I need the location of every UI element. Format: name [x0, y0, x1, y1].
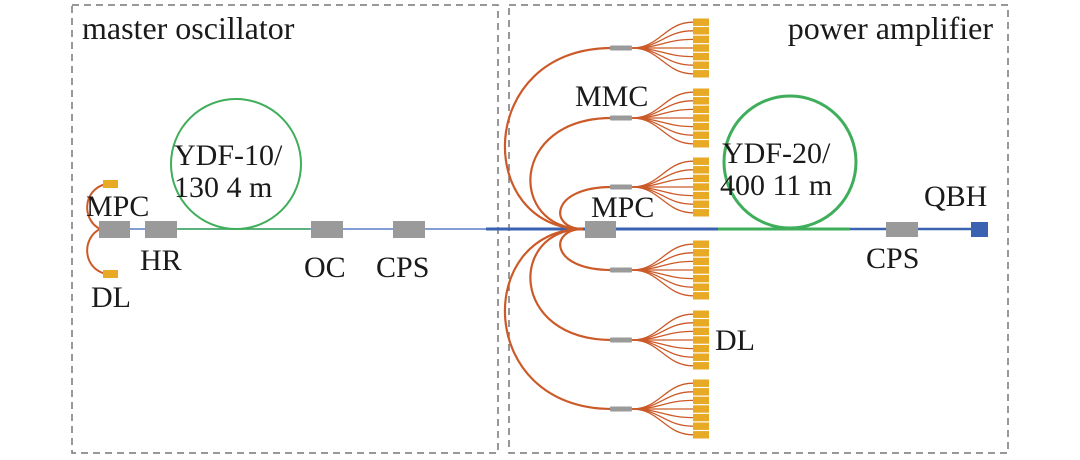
- laser-diode: [693, 52, 709, 61]
- pump-lead: [631, 408, 694, 436]
- laser-diode: [693, 61, 709, 69]
- pump-fiber-oscillator-bottom: [86, 228, 107, 275]
- laser-diode: [693, 174, 709, 183]
- laser-diode: [693, 183, 709, 191]
- laser-diode: [693, 249, 709, 257]
- laser-diode: [693, 240, 709, 248]
- laser-diode: [693, 396, 709, 405]
- label-ydf-amplifier-1: YDF-20/: [722, 137, 831, 170]
- mpc-amplifier: [585, 221, 616, 238]
- laser-diode: [693, 336, 709, 344]
- laser-diode: [693, 209, 709, 217]
- pump-lead: [631, 117, 694, 145]
- diode-oscillator-top: [103, 180, 118, 188]
- label-cps-oscillator: CPS: [376, 251, 429, 284]
- laser-diode: [693, 422, 709, 430]
- laser-diode: [693, 310, 709, 318]
- laser-diode: [693, 344, 709, 353]
- mmc-combiner: [610, 406, 632, 412]
- gain-fiber-coil-amplifier: [722, 94, 858, 230]
- laser-diode: [693, 274, 709, 283]
- laser-diode: [693, 140, 709, 148]
- pump-lead: [631, 47, 694, 75]
- label-dl-oscillator: DL: [91, 281, 131, 314]
- mmc-combiner: [610, 115, 632, 121]
- laser-diode: [693, 283, 709, 291]
- laser-diode: [693, 18, 709, 26]
- oscillator-title: master oscillator: [82, 10, 295, 46]
- laser-diode: [693, 44, 709, 52]
- hr-grating: [145, 221, 177, 238]
- mmc-combiner: [610, 267, 632, 273]
- label-oc: OC: [304, 251, 346, 284]
- oc-grating: [311, 221, 343, 238]
- pump-fiber-oscillator-top: [86, 183, 107, 230]
- laser-diode: [693, 413, 709, 422]
- diode-oscillator-bottom: [103, 270, 118, 278]
- mmc-combiner: [610, 337, 632, 343]
- pump-lead: [631, 339, 694, 367]
- laser-diode: [693, 114, 709, 122]
- label-qbh: QBH: [924, 180, 987, 213]
- laser-diode: [693, 191, 709, 200]
- cps-oscillator: [393, 221, 425, 238]
- laser-diode: [693, 35, 709, 44]
- pump-fiber-trunk: [529, 227, 613, 342]
- qbh-connector: [971, 222, 988, 237]
- laser-diode: [693, 166, 709, 174]
- laser-diode: [693, 379, 709, 387]
- label-ydf-oscillator-2: 130 4 m: [174, 171, 272, 204]
- laser-diode: [693, 362, 709, 370]
- label-mpc-amplifier: MPC: [591, 191, 654, 224]
- gain-fiber-coil-oscillator: [170, 98, 302, 230]
- laser-diode: [693, 431, 709, 439]
- laser-diode: [693, 157, 709, 165]
- mmc-combiner: [610, 184, 632, 190]
- cps-amplifier: [886, 222, 918, 237]
- laser-diode: [693, 200, 709, 208]
- laser-diode: [693, 88, 709, 96]
- amplifier-title: power amplifier: [788, 10, 994, 46]
- laser-diode: [693, 131, 709, 139]
- pump-lead: [631, 269, 694, 297]
- label-hr: HR: [140, 244, 182, 277]
- label-cps-amplifier: CPS: [866, 242, 919, 275]
- laser-diode: [693, 292, 709, 300]
- label-ydf-oscillator-1: YDF-10/: [174, 139, 283, 172]
- pump-lead: [631, 186, 694, 214]
- laser-diode: [693, 27, 709, 35]
- pump-fiber-trunk: [503, 227, 613, 411]
- laser-diode: [693, 353, 709, 361]
- laser-diode: [693, 257, 709, 266]
- label-ydf-amplifier-2: 400 11 m: [720, 169, 832, 202]
- laser-diode: [693, 319, 709, 327]
- laser-diode: [693, 122, 709, 131]
- mpc-oscillator: [99, 221, 130, 238]
- pump-fiber-trunk: [503, 46, 613, 231]
- label-mpc-oscillator: MPC: [86, 190, 149, 223]
- laser-diode: [693, 405, 709, 413]
- laser-diode: [693, 105, 709, 114]
- pump-network: [503, 18, 709, 439]
- laser-diode: [693, 70, 709, 78]
- label-mmc: MMC: [575, 80, 648, 113]
- laser-diode: [693, 97, 709, 105]
- laser-diode: [693, 327, 709, 336]
- laser-diode: [693, 388, 709, 396]
- mmc-combiner: [610, 45, 632, 51]
- laser-diode: [693, 266, 709, 274]
- pump-fiber-trunk: [529, 116, 613, 231]
- pump-fiber-trunk: [559, 185, 613, 231]
- label-dl-amplifier: DL: [715, 324, 755, 357]
